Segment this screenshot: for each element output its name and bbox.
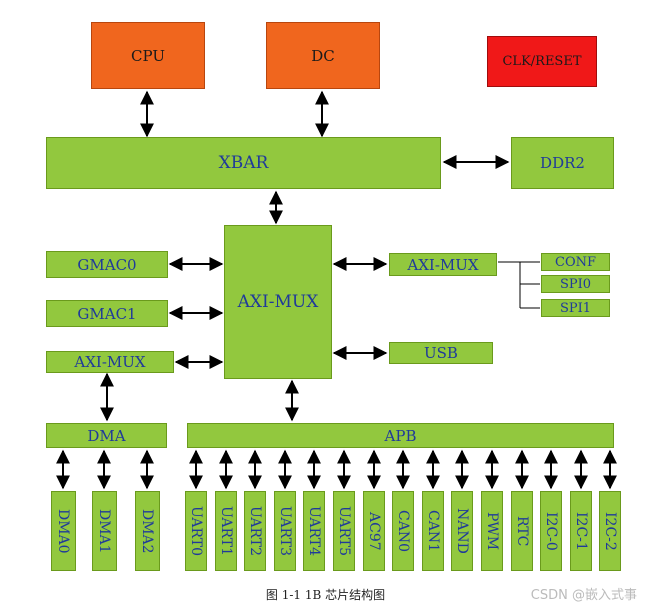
ddr2-block: DDR2 [511,137,614,189]
apb-device-11-block: RTC [511,491,533,571]
dma-channel-0-block: DMA0 [50,491,76,571]
figure-caption: 图 1-1 1B 芯片结构图 [265,588,386,602]
apb-device-3-block: UART3 [274,491,296,571]
apb-block: APB [187,423,614,448]
cpu-block: CPU [91,22,205,89]
apb-device-13-block: I2C-1 [570,491,592,571]
usb-block: USB [389,342,493,364]
gmac0-block: GMAC0 [46,251,168,278]
apb-device-7-block: CAN0 [392,491,414,571]
spi1-block: SPI1 [541,299,610,317]
axi-mux-main-block: AXI-MUX [224,225,332,379]
axi-mux-left-block: AXI-MUX [46,351,174,373]
xbar-block: XBAR [46,137,441,189]
apb-device-12-block: I2C-0 [540,491,562,571]
apb-device-14-block: I2C-2 [599,491,621,571]
apb-device-5-block: UART5 [333,491,355,571]
dc-block: DC [266,22,380,89]
apb-device-9-block: NAND [451,491,473,571]
dma-channel-1-block: DMA1 [91,491,117,571]
dma-block: DMA [46,423,167,448]
watermark: CSDN @嵌入式事 [530,588,637,603]
axi-mux-right-block: AXI-MUX [389,253,497,276]
gmac1-block: GMAC1 [46,300,168,327]
apb-device-8-block: CAN1 [422,491,444,571]
apb-device-10-block: PWM [481,491,503,571]
apb-device-4-block: UART4 [303,491,325,571]
clk-reset-block: CLK/RESET [487,36,597,87]
apb-device-2-block: UART2 [244,491,266,571]
spi0-block: SPI0 [541,275,610,293]
conf-block: CONF [541,253,610,271]
apb-device-0-block: UART0 [185,491,207,571]
apb-device-1-block: UART1 [215,491,237,571]
dma-channel-2-block: DMA2 [134,491,160,571]
apb-device-6-block: AC97 [363,491,385,571]
